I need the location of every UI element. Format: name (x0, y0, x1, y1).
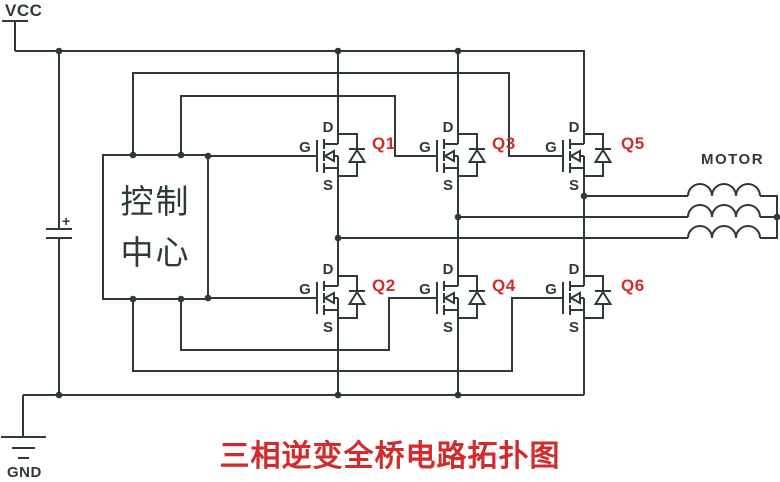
vcc-label: VCC (5, 1, 43, 20)
control-center-box (102, 154, 209, 300)
q5-drain-pin-label: D (568, 119, 580, 136)
q3-drain-pin-label: D (442, 119, 454, 136)
q4-source-pin-label: S (442, 319, 453, 336)
gnd-label: GND (7, 464, 42, 481)
gate-wire-q5 (132, 72, 563, 157)
q5-name-label: Q5 (621, 134, 645, 153)
q5-source-pin-label: S (568, 177, 579, 194)
phase-leg-wires (337, 176, 585, 276)
q4-drain-pin-label: D (442, 261, 454, 278)
q4-name-label: Q4 (492, 276, 516, 295)
control-center-line1: 控制 (120, 182, 191, 220)
q6-name-label: Q6 (621, 276, 645, 295)
q2-source-pin-label: S (322, 319, 333, 336)
q6-gate-pin-label: G (545, 281, 557, 298)
q5-gate-pin-label: G (545, 139, 557, 156)
mosfet-q2 (316, 275, 366, 319)
q3-source-pin-label: S (442, 177, 453, 194)
q1-source-pin-label: S (322, 177, 333, 194)
q2-gate-pin-label: G (299, 281, 311, 298)
q4-gate-pin-label: G (419, 281, 431, 298)
source-drop-wires (337, 318, 585, 395)
q1-gate-pin-label: G (299, 139, 311, 156)
diagram-title: 三相逆变全桥电路拓扑图 (219, 440, 561, 473)
gate-wire-q3 (180, 95, 437, 157)
mosfet-q3 (436, 133, 486, 177)
q2-name-label: Q2 (372, 276, 396, 295)
q3-name-label: Q3 (492, 134, 516, 153)
capacitor (46, 51, 72, 395)
mosfet-q4 (436, 275, 486, 319)
mosfet-q6 (562, 275, 612, 319)
control-center-line2: 中心 (120, 234, 191, 271)
drain-drop-wires (337, 51, 459, 134)
motor-coils (687, 183, 761, 239)
gate-wire-q4 (180, 297, 437, 351)
q3-gate-pin-label: G (419, 139, 431, 156)
mosfet-q5 (562, 133, 612, 177)
gnd-rail-and-ground-symbol (1, 394, 584, 459)
q2-drain-pin-label: D (322, 261, 334, 278)
mosfet-q1 (316, 133, 366, 177)
vcc-rail (2, 20, 585, 134)
gate-wire-q6 (132, 297, 563, 372)
q6-source-pin-label: S (568, 319, 579, 336)
junction-dots (55, 47, 780, 399)
capacitor-polarity-mark: + (62, 213, 71, 229)
q1-drain-pin-label: D (322, 119, 334, 136)
phase-output-wires (338, 195, 688, 239)
q1-name-label: Q1 (372, 134, 396, 153)
motor-label: MOTOR (701, 151, 765, 168)
control-center-label: 控制 中心 (103, 155, 208, 299)
q6-drain-pin-label: D (568, 261, 580, 278)
